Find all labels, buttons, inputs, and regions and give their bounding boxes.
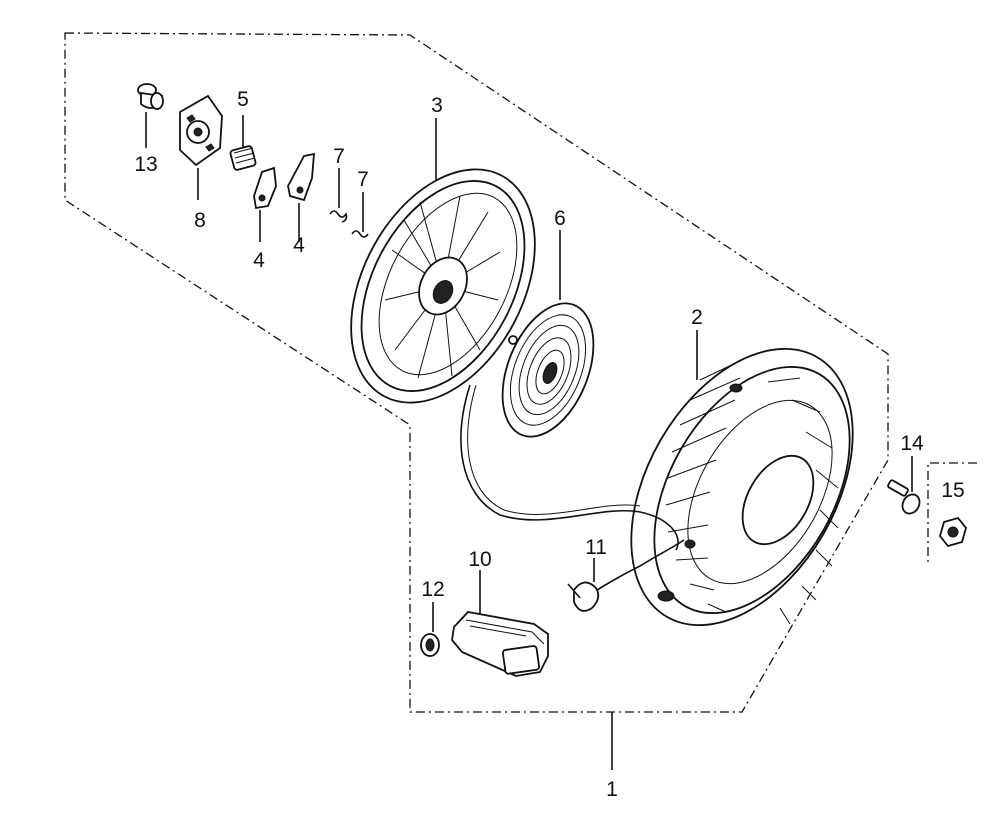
setting-bolt-13 xyxy=(137,83,164,148)
callout-14: 14 xyxy=(900,432,924,455)
callout-4b: 4 xyxy=(293,234,305,257)
starter-rope-11 xyxy=(567,539,685,612)
ratchet-spring-7a xyxy=(329,168,348,223)
friction-spring-5 xyxy=(229,115,257,171)
rope-path xyxy=(460,384,679,551)
reel-3 xyxy=(350,118,536,404)
ratchet-4a xyxy=(253,166,277,242)
ratchet-4b xyxy=(287,152,315,242)
recoil-spring-6 xyxy=(501,230,595,438)
callout-8: 8 xyxy=(194,209,206,232)
callout-7b: 7 xyxy=(357,168,369,191)
starter-grip-10 xyxy=(451,570,549,677)
part15-boundary xyxy=(927,462,977,565)
callout-10: 10 xyxy=(468,548,491,571)
callout-15: 15 xyxy=(941,479,964,502)
callout-2: 2 xyxy=(691,306,703,329)
grip-plug-12 xyxy=(420,602,440,657)
callout-11: 11 xyxy=(585,536,607,559)
ratchet-spring-7b xyxy=(351,192,369,238)
callout-1: 1 xyxy=(606,778,618,801)
ratchet-guide-8 xyxy=(179,94,223,200)
rope-path-inner xyxy=(467,384,641,515)
callout-7a: 7 xyxy=(333,145,345,168)
flange-bolt-14 xyxy=(887,456,921,515)
callout-5: 5 xyxy=(237,88,249,111)
assembly-boundary xyxy=(64,32,889,713)
callout-6: 6 xyxy=(554,207,566,230)
starter-case-2 xyxy=(630,330,854,627)
callout-12: 12 xyxy=(421,578,444,601)
callout-13: 13 xyxy=(134,153,157,176)
callout-4a: 4 xyxy=(253,249,265,272)
callout-3: 3 xyxy=(431,94,443,117)
flange-nut-15 xyxy=(939,516,967,548)
